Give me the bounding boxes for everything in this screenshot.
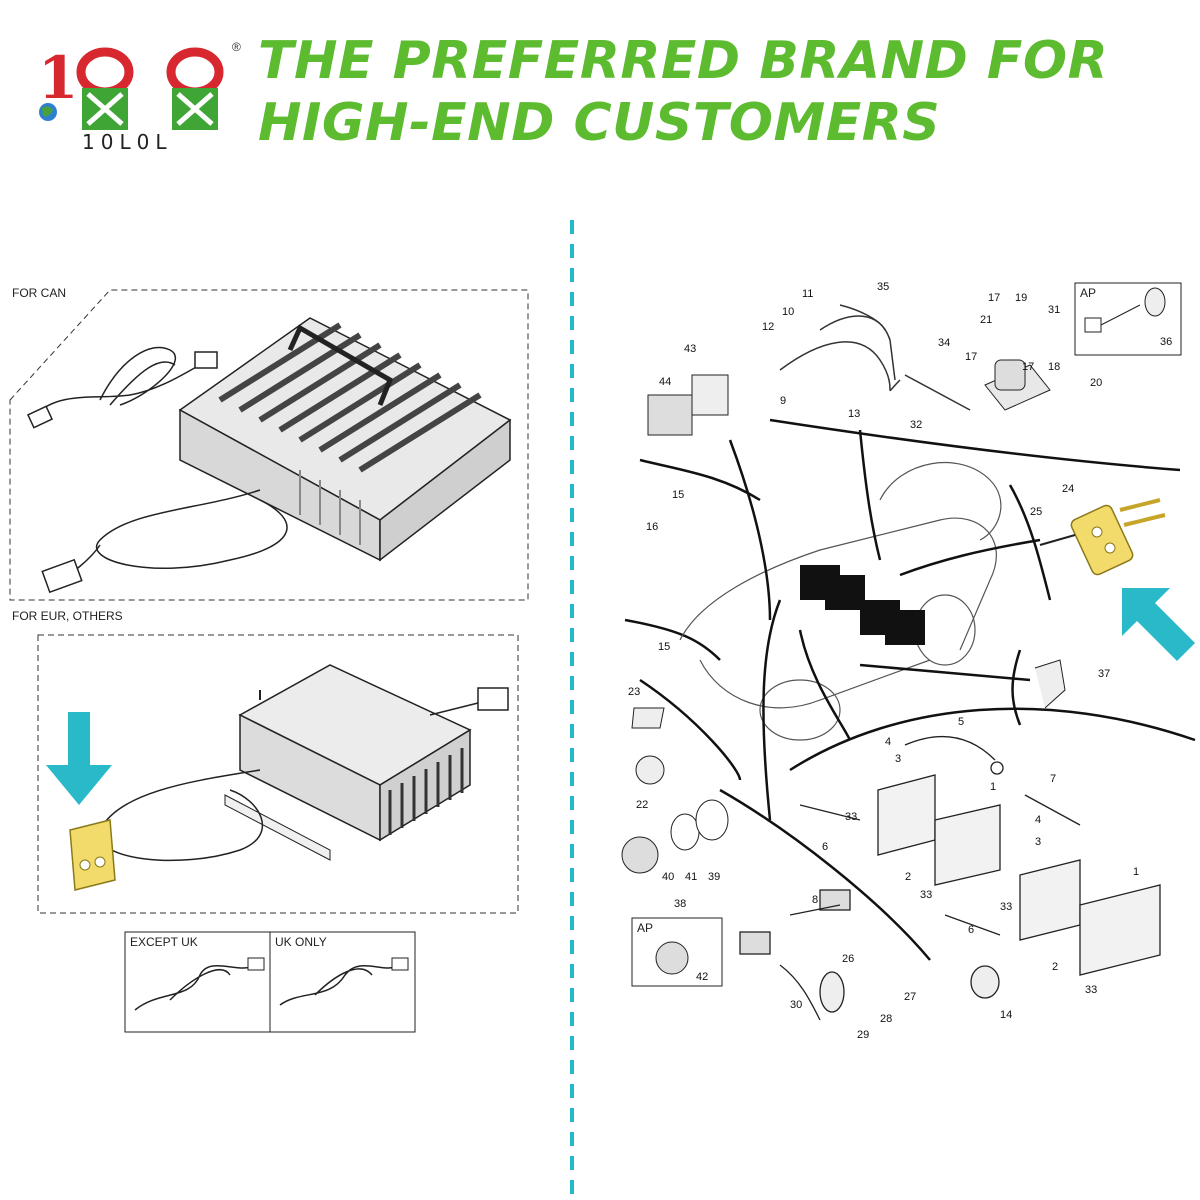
callout-4a: 4 [885, 736, 891, 748]
callout-4b: 4 [1035, 814, 1041, 826]
callout-33c: 33 [1000, 901, 1012, 913]
callout-44: 44 [659, 376, 671, 388]
callout-10: 10 [782, 306, 794, 318]
callout-42: 42 [696, 971, 708, 983]
callout-17a: 17 [965, 351, 977, 363]
cord-table-except-uk: EXCEPT UK [130, 935, 198, 949]
ap-label-bottom: AP [637, 921, 653, 935]
can-power-cord [26, 346, 218, 429]
callout-3a: 3 [895, 753, 901, 765]
parts-diagram: FOR CAN FOR EUR, OTHERS [9, 220, 1196, 1200]
callout-29: 29 [857, 1029, 869, 1041]
callout-28: 28 [880, 1013, 892, 1025]
ap-label-top: AP [1080, 286, 1096, 300]
callout-20: 20 [1090, 377, 1102, 389]
eur-dc-connector-highlight [69, 819, 116, 891]
lower-components [739, 889, 1000, 1021]
callout-6a: 6 [822, 841, 828, 853]
callout-12: 12 [762, 321, 774, 333]
callout-22: 22 [636, 799, 648, 811]
callout-32: 32 [910, 419, 922, 431]
ap-box-bottom: AP [631, 917, 723, 987]
connector-block [647, 374, 729, 436]
solenoid [984, 359, 1051, 411]
can-charger [178, 317, 512, 562]
callout-2b: 2 [1052, 961, 1058, 973]
callout-23: 23 [628, 686, 640, 698]
callout-14: 14 [1000, 1009, 1012, 1021]
callout-27: 27 [904, 991, 916, 1003]
callout-9: 9 [780, 395, 786, 407]
cart-batteries [800, 565, 925, 645]
section-label-eur: FOR EUR, OTHERS [12, 609, 123, 623]
callout-16: 16 [646, 521, 658, 533]
callout-35: 35 [877, 281, 889, 293]
logo-o-first [76, 47, 134, 97]
callout-7: 7 [1050, 773, 1056, 785]
callout-33a: 33 [845, 811, 857, 823]
eur-section-frame [37, 634, 519, 914]
eur-charger [224, 664, 472, 861]
callout-25: 25 [1030, 506, 1042, 518]
can-section-frame [9, 289, 529, 601]
registered-mark: ® [232, 40, 241, 54]
callout-numbers: 1 1 2 2 3 3 4 4 5 6 6 7 8 9 10 11 12 13 … [628, 281, 1172, 1041]
charger-receptacle-highlight [1039, 498, 1166, 576]
arrow-up-left-icon [1122, 588, 1195, 661]
logo-o-second [166, 47, 224, 97]
brand-logo-mark: 1 [38, 44, 224, 130]
callout-11: 11 [802, 288, 813, 300]
callout-8: 8 [812, 894, 818, 906]
callout-34: 34 [938, 337, 950, 349]
bracket-37 [1034, 659, 1066, 709]
headline: THE PREFERRED BRAND FOR HIGH-END CUSTOME… [258, 31, 1109, 153]
brand-logo: 1 [30, 38, 250, 158]
brand-name: 10L0L [82, 130, 173, 154]
callout-6b: 6 [968, 924, 974, 936]
can-dc-cable [41, 489, 288, 594]
callout-15b: 15 [658, 641, 670, 653]
leader-lines [728, 429, 1041, 821]
callout-15a: 15 [672, 489, 684, 501]
callout-3b: 3 [1035, 836, 1041, 848]
callout-38: 38 [674, 898, 686, 910]
battery-bank [799, 735, 1161, 976]
callout-36: 36 [1160, 336, 1172, 348]
callout-33d: 33 [1085, 984, 1097, 996]
golf-cart [679, 461, 1002, 741]
callout-24: 24 [1062, 483, 1074, 495]
callout-26: 26 [842, 953, 854, 965]
callout-37: 37 [1098, 668, 1110, 680]
ap-box-top: AP [1074, 282, 1182, 356]
logo-one: 1 [38, 44, 78, 112]
callout-43: 43 [684, 343, 696, 355]
callout-1b: 1 [1133, 866, 1139, 878]
callout-21: 21 [980, 314, 992, 326]
callout-13: 13 [848, 408, 860, 420]
cord-table: EXCEPT UK UK ONLY [124, 931, 416, 1033]
callout-17b: 17 [988, 292, 1000, 304]
callout-41: 41 [685, 871, 697, 883]
callout-5: 5 [958, 716, 964, 728]
callout-33b: 33 [920, 889, 932, 901]
arrow-down-icon [46, 712, 112, 805]
callout-39: 39 [708, 871, 720, 883]
callout-17c: 17 [1022, 361, 1034, 373]
diagram-boundaries [624, 418, 1196, 961]
key-switch [621, 707, 729, 874]
wiring-harness [779, 304, 971, 411]
callout-40: 40 [662, 871, 674, 883]
section-label-can: FOR CAN [12, 286, 66, 300]
callout-2a: 2 [905, 871, 911, 883]
callout-31: 31 [1048, 304, 1060, 316]
eur-input-cable [429, 687, 509, 716]
callout-1a: 1 [990, 781, 996, 793]
callout-30: 30 [790, 999, 802, 1011]
cord-table-uk-only: UK ONLY [275, 935, 327, 949]
callout-19: 19 [1015, 292, 1027, 304]
callout-18: 18 [1048, 361, 1060, 373]
